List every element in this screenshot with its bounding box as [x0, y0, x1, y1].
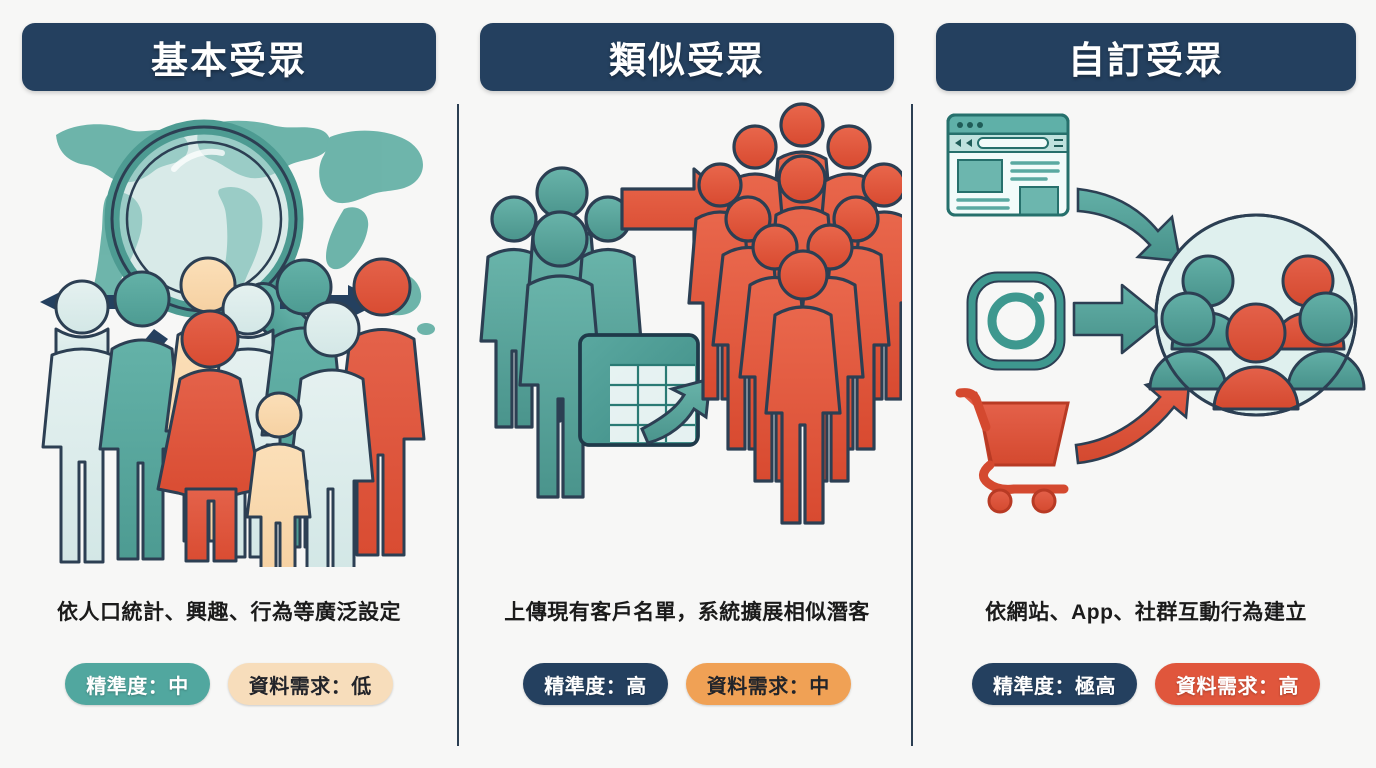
badge-data-requirement: 資料需求：中	[685, 663, 851, 705]
arrow-cart-to-audience	[1074, 371, 1192, 465]
illustration-signal-sources-to-audience	[926, 97, 1366, 567]
badge-data-requirement: 資料需求：低	[227, 663, 393, 705]
header-custom-audience: 自訂受眾	[936, 23, 1356, 91]
illustration-seed-list-expansion	[472, 97, 902, 567]
illustration-world-map-magnifier-crowd	[14, 97, 444, 567]
shopping-cart-icon	[955, 388, 1070, 514]
column-divider-1	[457, 104, 459, 746]
badge-precision: 精準度：極高	[972, 663, 1137, 705]
header-title: 基本受眾	[151, 40, 307, 81]
column-custom-audience: 自訂受眾	[916, 0, 1376, 768]
person-red-front-center	[764, 249, 842, 525]
badges-basic-audience: 精準度：中 資料需求：低	[0, 663, 458, 705]
social-camera-icon-outline	[966, 271, 1066, 371]
badges-lookalike-audience: 精準度：高 資料需求：中	[458, 663, 916, 705]
person-child-peach	[245, 391, 312, 567]
header-title: 自訂受眾	[1068, 40, 1224, 81]
header-title: 類似受眾	[609, 40, 765, 81]
audience-person-mid-left	[1148, 291, 1228, 391]
caption-custom-audience: 依網站、App、社群互動行為建立	[985, 601, 1307, 624]
seed-audience-group	[479, 166, 643, 499]
person-pale-female-left	[41, 279, 123, 564]
arrow-social-to-audience	[1072, 283, 1166, 355]
column-divider-2	[911, 104, 913, 746]
person-teal-male-left	[98, 270, 184, 561]
badge-data-requirement: 資料需求：高	[1155, 663, 1320, 705]
browser-window-icon	[946, 113, 1070, 217]
audience-circle	[1148, 213, 1366, 417]
diverse-crowd-icon	[41, 256, 426, 567]
caption-basic-audience: 依人口統計、興趣、行為等廣泛設定	[57, 601, 401, 624]
person-red-female-front	[156, 309, 264, 563]
column-lookalike-audience: 類似受眾	[458, 0, 916, 768]
header-lookalike-audience: 類似受眾	[480, 23, 894, 91]
social-camera-icon	[967, 272, 1065, 370]
badge-precision: 精準度：高	[523, 663, 668, 705]
column-basic-audience: 基本受眾	[0, 0, 458, 768]
caption-lookalike-audience: 上傳現有客戶名單，系統擴展相似潛客	[504, 601, 870, 624]
arrow-browser-to-audience	[1076, 187, 1182, 263]
badge-precision: 精準度：中	[65, 663, 210, 705]
audience-person-front-center	[1212, 302, 1300, 411]
header-basic-audience: 基本受眾	[22, 23, 436, 91]
badges-custom-audience: 精準度：極高 資料需求：高	[916, 663, 1376, 705]
expanded-audience-crowd	[687, 102, 902, 525]
